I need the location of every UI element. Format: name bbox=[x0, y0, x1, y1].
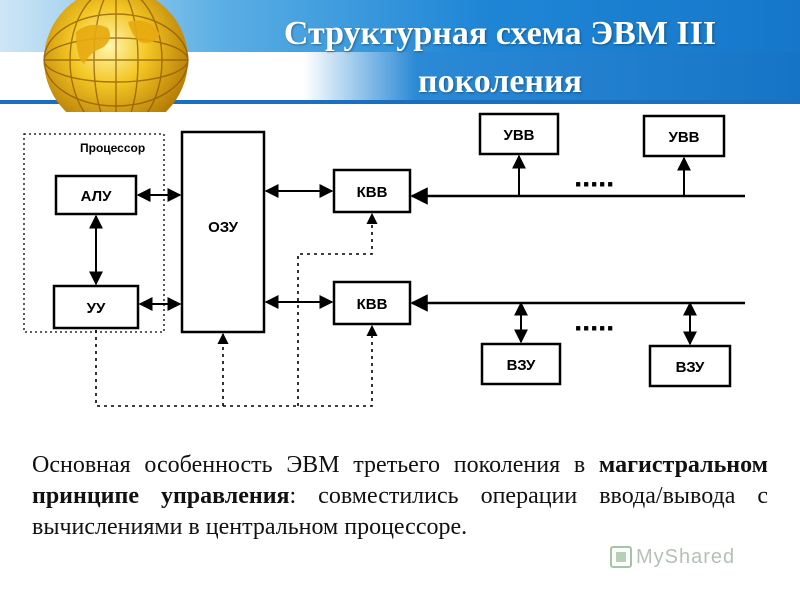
ellipsis-top: ····· bbox=[574, 168, 614, 201]
vzu-1-block: ВЗУ bbox=[480, 342, 562, 386]
uvv-1-block: УВВ bbox=[478, 112, 560, 156]
globe-icon bbox=[43, 0, 189, 112]
uvv-2-block: УВВ bbox=[642, 114, 726, 158]
processor-frame bbox=[23, 133, 165, 333]
vzu-1-label: ВЗУ bbox=[507, 357, 536, 374]
alu-label: АЛУ bbox=[81, 188, 113, 205]
vzu-2-block: ВЗУ bbox=[648, 344, 732, 388]
kvv-bottom-label: КВВ bbox=[357, 296, 388, 313]
uu-block: УУ bbox=[52, 284, 140, 330]
control-line-bottom bbox=[95, 324, 378, 407]
control-lines bbox=[95, 212, 378, 407]
page-title: Структурная схема ЭВМ III поколения bbox=[283, 15, 717, 100]
header-rule bbox=[0, 100, 800, 104]
ozu-block: ОЗУ bbox=[180, 130, 266, 334]
ellipsis-bottom: ····· bbox=[574, 312, 614, 345]
description-paragraph: Основная особенность ЭВМ третьего поколе… bbox=[32, 450, 768, 543]
computer-structure-diagram: Процессор АЛУ УУ ОЗУ КВВ КВВ УВВ УВВ ВЗУ… bbox=[23, 112, 745, 407]
slide-header: Структурная схема ЭВМ III поколения bbox=[0, 0, 800, 112]
kvv-bottom-block: КВВ bbox=[332, 280, 412, 326]
uu-label: УУ bbox=[87, 300, 106, 317]
alu-block: АЛУ bbox=[54, 174, 138, 216]
control-line-kvv-top bbox=[297, 212, 378, 406]
processor-label: Процессор bbox=[80, 141, 145, 155]
description-part-2: : совместились операции ввода/вывода с в… bbox=[32, 483, 768, 540]
vzu-2-label: ВЗУ bbox=[676, 359, 705, 376]
watermark: MyShared bbox=[610, 544, 735, 570]
uvv-1-label: УВВ bbox=[504, 127, 535, 144]
watermark-label: MyShared bbox=[636, 545, 736, 568]
description-part-1: Основная особенность ЭВМ третьего поколе… bbox=[32, 452, 599, 478]
kvv-top-label: КВВ bbox=[357, 184, 388, 201]
description-bold-phrase: магистральном принципе управления bbox=[32, 452, 768, 509]
watermark-icon bbox=[610, 546, 632, 568]
uvv-2-label: УВВ bbox=[669, 129, 700, 146]
kvv-top-block: КВВ bbox=[332, 168, 412, 214]
ozu-label: ОЗУ bbox=[208, 219, 238, 236]
solid-connections bbox=[89, 154, 745, 346]
